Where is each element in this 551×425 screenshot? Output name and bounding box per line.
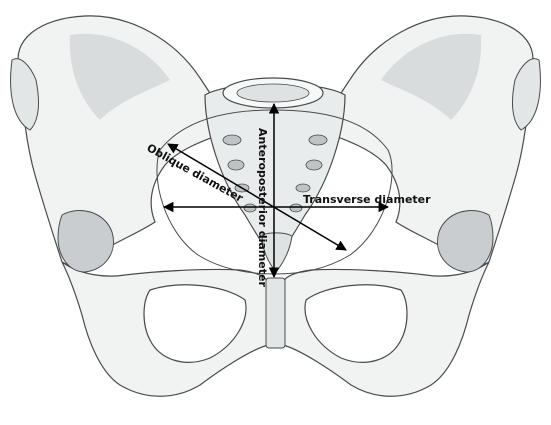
right-ilium <box>318 15 534 265</box>
left-iliac-crest <box>10 58 39 131</box>
right-ilium-shade <box>381 33 482 120</box>
left-ilium-shade <box>69 33 170 120</box>
sacral-foramen <box>227 159 245 171</box>
left-obturator-foramen <box>143 284 247 363</box>
right-acetabulum <box>437 210 494 273</box>
sacral-foramen <box>222 134 242 146</box>
sacral-foramen <box>289 203 303 213</box>
pubic-symphysis <box>265 277 286 349</box>
sacral-body <box>236 83 310 103</box>
transverse-label: Transverse diameter <box>303 193 431 206</box>
left-ilium <box>17 15 233 265</box>
left-acetabulum <box>57 210 114 273</box>
sacral-foramen <box>305 159 323 171</box>
sacral-foramen <box>243 203 257 213</box>
sacral-foramen <box>308 134 328 146</box>
right-iliac-crest <box>512 58 541 131</box>
oblique-arrow <box>167 143 347 251</box>
sacral-foramen <box>295 183 311 193</box>
anteroposterior-label: Anteroposterior diameter <box>256 128 269 287</box>
right-obturator-foramen <box>304 284 408 363</box>
